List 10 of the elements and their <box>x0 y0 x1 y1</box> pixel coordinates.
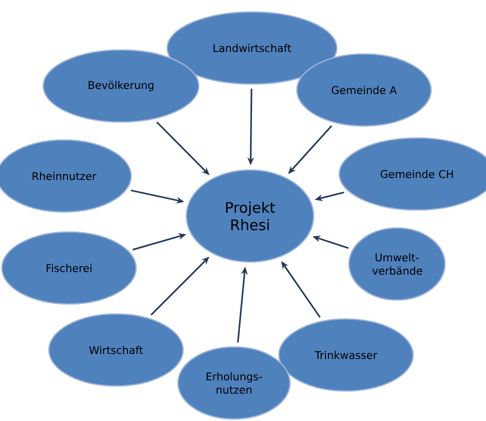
ellipse-node: Gemeinde A <box>296 53 432 127</box>
ellipse-node: Erholungs-nutzen <box>177 346 291 420</box>
ellipse-node: Fischerei <box>1 231 137 305</box>
ellipse-node: Gemeinde CH <box>338 137 486 211</box>
ellipse-node: Projekt Rhesi <box>186 169 314 263</box>
ellipse-node: Wirtschaft <box>48 313 184 387</box>
ellipse-node: Bevölkerung <box>42 49 200 123</box>
ellipse-node: Umwelt-verbände <box>348 227 446 301</box>
ellipse-node: Landwirtschaft <box>166 11 338 85</box>
ellipse-node: Trinkwasser <box>278 318 414 392</box>
